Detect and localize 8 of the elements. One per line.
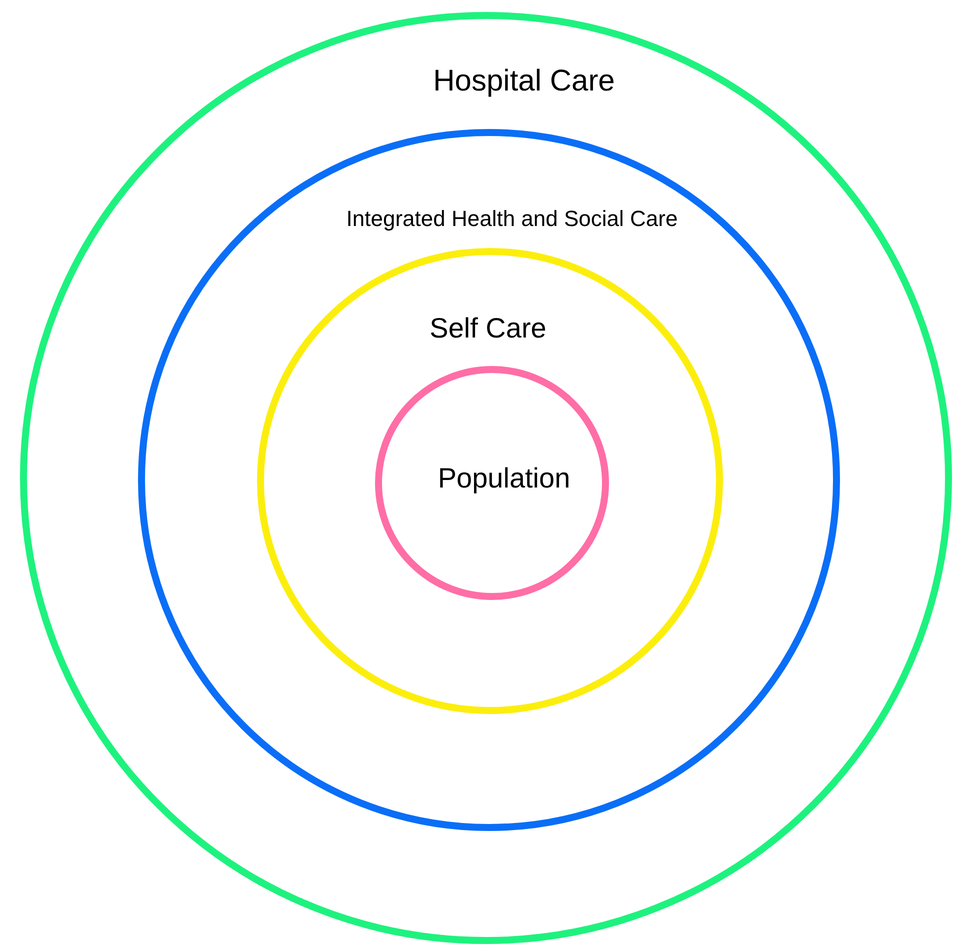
ring-label: Population xyxy=(438,464,570,494)
ring-label: Self Care xyxy=(430,314,546,344)
ring xyxy=(257,248,723,714)
ring xyxy=(20,12,952,944)
ring xyxy=(138,129,840,831)
ring-label: Integrated Health and Social Care xyxy=(346,206,678,232)
ring xyxy=(375,366,609,600)
ring-label: Hospital Care xyxy=(433,64,615,98)
